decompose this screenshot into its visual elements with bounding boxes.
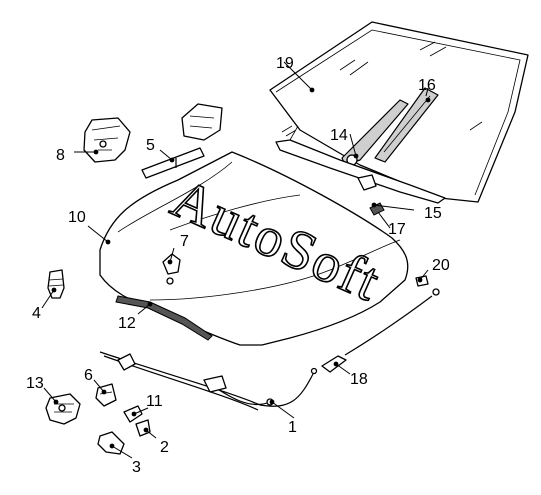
callout-6: 6	[84, 367, 93, 384]
callout-12: 12	[118, 315, 136, 332]
bumper-stop	[162, 253, 181, 285]
hood-panel	[99, 151, 409, 346]
callout-2: 2	[160, 439, 169, 456]
wiper-blade	[374, 87, 439, 163]
callout-13: 13	[26, 375, 44, 392]
callout-17: 17	[388, 221, 406, 238]
latch-bracket	[95, 383, 117, 407]
hood-latch	[83, 117, 131, 163]
callout-5: 5	[146, 137, 155, 154]
callout-14: 14	[330, 127, 348, 144]
callout-11: 11	[146, 393, 163, 410]
callout-8: 8	[56, 147, 65, 164]
rubber-buffer	[47, 269, 65, 299]
callout-20: 20	[432, 257, 450, 274]
callout-18: 18	[350, 371, 368, 388]
callout-10: 10	[68, 209, 86, 226]
callout-3: 3	[132, 459, 141, 476]
callout-4: 4	[32, 305, 41, 322]
relay-box	[181, 103, 223, 141]
callout-15: 15	[424, 205, 442, 222]
callout-19: 19	[276, 55, 294, 72]
mounting-bracket	[97, 431, 125, 455]
callout-labels: 19 16 14 5 8 15 10 17 7 20 4 12 18 6 13 …	[26, 55, 450, 476]
cowl-trim	[275, 125, 446, 204]
hood-strut	[141, 147, 205, 179]
callout-7: 7	[180, 233, 189, 250]
callout-1: 1	[288, 419, 297, 436]
callout-dots	[51, 87, 431, 449]
spring-clip	[135, 419, 151, 437]
hood-seal	[115, 295, 213, 341]
lock-mechanism	[45, 393, 81, 425]
release-cable	[99, 295, 433, 411]
callout-16: 16	[418, 77, 436, 94]
